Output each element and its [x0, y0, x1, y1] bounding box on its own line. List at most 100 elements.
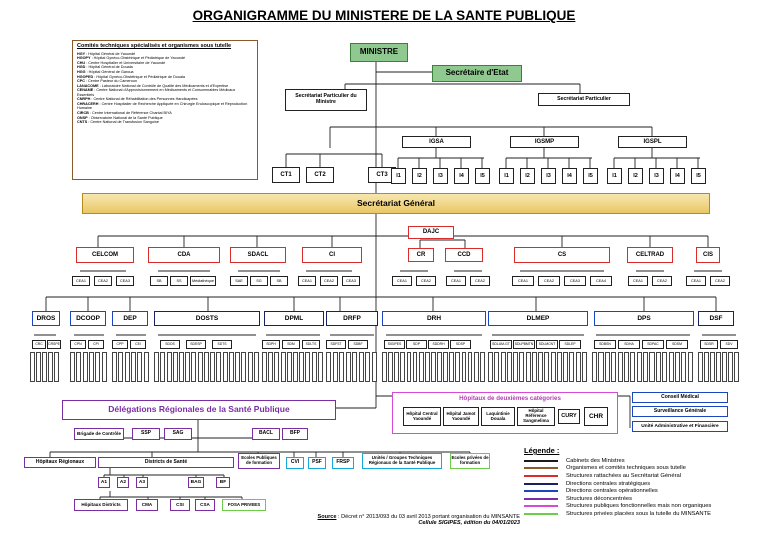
district-bag-box[interactable]: BAG [188, 477, 204, 488]
drh-sub-direction[interactable]: SDP [406, 340, 427, 349]
ministre-box[interactable]: MINISTRE [350, 43, 408, 62]
inspection-igsmp[interactable]: IGSMP [510, 136, 579, 148]
service-unit-box[interactable] [550, 352, 556, 382]
service-unit-box[interactable] [48, 352, 53, 382]
inspector-igsmp-i2[interactable]: I2 [520, 168, 535, 184]
frsp-box[interactable]: FRSP [332, 457, 354, 469]
service-unit-box[interactable] [728, 352, 733, 382]
sec-part-ministre-box[interactable]: Secrétariat Particulier du Ministre [285, 89, 367, 111]
dsf-sub-direction[interactable]: SDV [720, 340, 738, 349]
dpml-sub-direction[interactable]: SDLTS [302, 340, 320, 349]
direction-dlmep[interactable]: DLMEP [488, 311, 588, 326]
cs-sub-unit[interactable]: CEA3 [564, 276, 586, 286]
cvi-box[interactable]: CVI [286, 457, 304, 469]
cr-box[interactable]: CR [408, 248, 434, 262]
ci-sub-unit[interactable]: CEA2 [320, 276, 338, 286]
service-unit-box[interactable] [455, 352, 461, 382]
service-unit-box[interactable] [30, 352, 35, 382]
service-unit-box[interactable] [382, 352, 387, 382]
secretaire-etat-box[interactable]: Secrétaire d'Etat [432, 65, 522, 82]
dros-sub-direction[interactable]: CRSPE [47, 340, 61, 349]
inspector-igspl-i4[interactable]: I4 [670, 168, 685, 184]
service-unit-box[interactable] [345, 352, 351, 382]
delegations-box[interactable]: Délégations Régionales de la Santé Publi… [62, 400, 336, 420]
service-unit-box[interactable] [668, 352, 674, 382]
dros-sub-direction[interactable]: CRC [32, 340, 46, 349]
service-unit-box[interactable] [101, 352, 107, 382]
sdacl-box[interactable]: SDACL [230, 247, 286, 263]
drh-sub-direction[interactable]: SIGIPES [384, 340, 405, 349]
service-unit-box[interactable] [143, 352, 149, 382]
service-unit-box[interactable] [388, 352, 393, 382]
service-unit-box[interactable] [698, 352, 703, 382]
service-unit-box[interactable] [506, 352, 512, 382]
service-unit-box[interactable] [604, 352, 610, 382]
service-unit-box[interactable] [406, 352, 412, 382]
inspector-igsmp-i5[interactable]: I5 [583, 168, 598, 184]
service-unit-box[interactable] [358, 352, 364, 382]
ct1-box[interactable]: CT1 [272, 167, 300, 183]
cda-sub-unit[interactable]: Médiathèque [190, 276, 216, 286]
service-unit-box[interactable] [461, 352, 467, 382]
service-unit-box[interactable] [630, 352, 636, 382]
inspector-igspl-i2[interactable]: I2 [628, 168, 643, 184]
inspector-igsa-i3[interactable]: I3 [433, 168, 448, 184]
psf-box[interactable]: PSF [308, 457, 326, 469]
dps-sub-direction[interactable]: SDHA [618, 340, 640, 349]
celtrad-sub-unit[interactable]: CEA1 [628, 276, 648, 286]
drfp-sub-direction[interactable]: SDBF [348, 340, 368, 349]
service-unit-box[interactable] [305, 352, 311, 382]
cs-sub-unit[interactable]: CEA4 [590, 276, 612, 286]
cis-sub-unit[interactable]: CEA1 [686, 276, 706, 286]
service-unit-box[interactable] [311, 352, 317, 382]
service-unit-box[interactable] [400, 352, 406, 382]
inspector-igsmp-i3[interactable]: I3 [541, 168, 556, 184]
dep-sub-direction[interactable]: CEI [130, 340, 146, 349]
inspector-igspl-i5[interactable]: I5 [691, 168, 706, 184]
inspector-igspl-i3[interactable]: I3 [649, 168, 664, 184]
service-unit-box[interactable] [716, 352, 721, 382]
service-unit-box[interactable] [704, 352, 709, 382]
ssp-box[interactable]: SSP [132, 428, 160, 440]
district-a3-box[interactable]: A3 [136, 477, 148, 488]
cis-sub-unit[interactable]: CEA2 [710, 276, 730, 286]
service-unit-box[interactable] [222, 352, 228, 382]
direction-dcoop[interactable]: DCOOP [70, 311, 106, 326]
district-bf-box[interactable]: BF [216, 477, 230, 488]
dlmep-sub-direction[interactable]: SDLPBMTN [513, 340, 535, 349]
inspector-igsmp-i4[interactable]: I4 [562, 168, 577, 184]
service-unit-box[interactable] [467, 352, 473, 382]
hopitaux-districts-box[interactable]: Hôpitaux Districts [74, 499, 128, 511]
service-unit-box[interactable] [581, 352, 587, 382]
service-unit-box[interactable] [722, 352, 727, 382]
ct2-box[interactable]: CT2 [306, 167, 334, 183]
cr-sub-unit[interactable]: CEA1 [392, 276, 412, 286]
service-unit-box[interactable] [649, 352, 655, 382]
dosts-sub-direction[interactable]: SDESP [186, 340, 206, 349]
direction-dsf[interactable]: DSF [698, 311, 734, 326]
service-unit-box[interactable] [166, 352, 172, 382]
service-unit-box[interactable] [203, 352, 209, 382]
inspector-igsa-i1[interactable]: I1 [391, 168, 406, 184]
sdacl-sub-unit[interactable]: SG [250, 276, 268, 286]
inspector-igspl-i1[interactable]: I1 [607, 168, 622, 184]
service-unit-box[interactable] [268, 352, 274, 382]
service-unit-box[interactable] [674, 352, 681, 382]
service-unit-box[interactable] [247, 352, 253, 382]
conseil-medical-box[interactable]: Conseil Médical [632, 392, 728, 403]
service-unit-box[interactable] [592, 352, 598, 382]
service-unit-box[interactable] [118, 352, 124, 382]
districts-sante-box[interactable]: Districts de Santé [98, 457, 234, 468]
service-unit-box[interactable] [241, 352, 247, 382]
sag-box[interactable]: SAG [164, 428, 192, 440]
csa-box[interactable]: CSA [195, 499, 215, 511]
service-unit-box[interactable] [687, 352, 693, 382]
cs-box[interactable]: CS [514, 247, 610, 263]
dlmep-sub-direction[interactable]: SDLMCNT [536, 340, 558, 349]
celtrad-box[interactable]: CELTRAD [627, 247, 673, 263]
cda-box[interactable]: CDA [148, 247, 220, 263]
cda-sub-unit[interactable]: SB [150, 276, 168, 286]
service-unit-box[interactable] [479, 352, 485, 382]
service-unit-box[interactable] [710, 352, 715, 382]
service-unit-box[interactable] [623, 352, 630, 382]
